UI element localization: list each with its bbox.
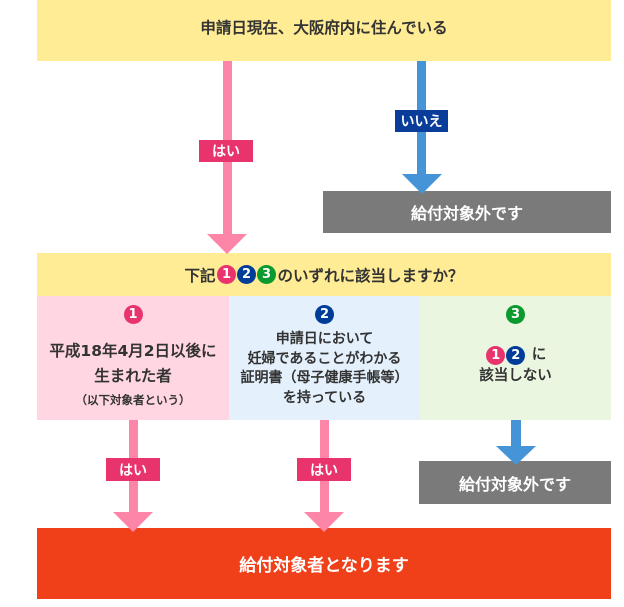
yes-label-text: はい [119, 462, 147, 479]
yes-label: はい [297, 458, 351, 481]
option-cell-3: 3 1 2 に 該当しない [420, 296, 611, 420]
option-line: を持っている [282, 389, 367, 406]
badge-2-icon: 2 [506, 345, 526, 365]
option-line: 平成18年4月2日以後に [49, 342, 217, 360]
yes-label: はい [199, 140, 253, 162]
arrow-down-icon [402, 174, 442, 194]
yes-label-text: はい [212, 144, 240, 160]
option-text: 1 2 に 該当しない [420, 345, 611, 387]
option-header: 2 [229, 305, 420, 324]
option-line: 妊婦であることがわかる [247, 350, 402, 367]
option-header: 1 [37, 305, 229, 324]
option-text: 申請日において 妊婦であることがわかる 証明書（母子健康手帳等） を持っている [229, 330, 420, 408]
question-suffix: のいずれに該当しますか？ [277, 266, 464, 285]
option-line-suffix: に [531, 347, 547, 363]
not-eligible-box-2: 給付対象外です [419, 461, 611, 504]
arrow-shaft [511, 420, 521, 448]
yes-label: はい [106, 458, 160, 481]
eligible-result-box: 給付対象者となります [37, 528, 611, 599]
badge-2-icon: 2 [237, 265, 256, 284]
option-line: 生まれた者 [94, 367, 172, 385]
option-text: 平成18年4月2日以後に 生まれた者 （以下対象者という） [37, 339, 229, 411]
badge-1-icon: 1 [123, 305, 143, 324]
start-condition-text: 申請日現在、大阪府内に住んでいる [200, 19, 448, 37]
arrow-down-icon [207, 234, 247, 254]
option-badges: 1 2 [486, 345, 526, 365]
option-cell-1: 1 平成18年4月2日以後に 生まれた者 （以下対象者という） [37, 296, 229, 420]
badge-3-icon: 3 [257, 265, 276, 284]
option-line: 申請日において [275, 331, 374, 347]
not-eligible-text-2: 給付対象外です [458, 474, 571, 494]
badge-2-icon: 2 [315, 305, 334, 324]
start-condition-box: 申請日現在、大阪府内に住んでいる [37, 0, 611, 61]
option-cell-2: 2 申請日において 妊婦であることがわかる 証明書（母子健康手帳等） を持ってい… [229, 296, 420, 420]
badge-3-icon: 3 [506, 305, 525, 324]
question-prefix: 下記 [184, 266, 216, 285]
badge-1-icon: 1 [486, 345, 506, 365]
no-label: いいえ [395, 110, 448, 132]
option-note: （以下対象者という） [75, 393, 191, 407]
question-badges: 1 2 3 [217, 265, 277, 284]
question-bar: 下記 1 2 3 のいずれに該当しますか？ [37, 253, 611, 296]
arrow-down-icon [496, 446, 536, 465]
eligible-result-text: 給付対象者となります [239, 556, 409, 576]
option-line: 1 2 に [420, 345, 611, 366]
not-eligible-text-1: 給付対象外です [410, 204, 523, 223]
option-header: 3 [420, 305, 611, 324]
yes-label-text: はい [310, 462, 338, 479]
option-line: 該当しない [479, 368, 552, 384]
option-line: 証明書（母子健康手帳等） [240, 370, 409, 386]
no-label-text: いいえ [400, 114, 443, 130]
arrow-down-icon [113, 512, 153, 532]
arrow-down-icon [304, 512, 344, 532]
badge-1-icon: 1 [217, 265, 236, 284]
not-eligible-box-1: 給付対象外です [323, 191, 611, 233]
